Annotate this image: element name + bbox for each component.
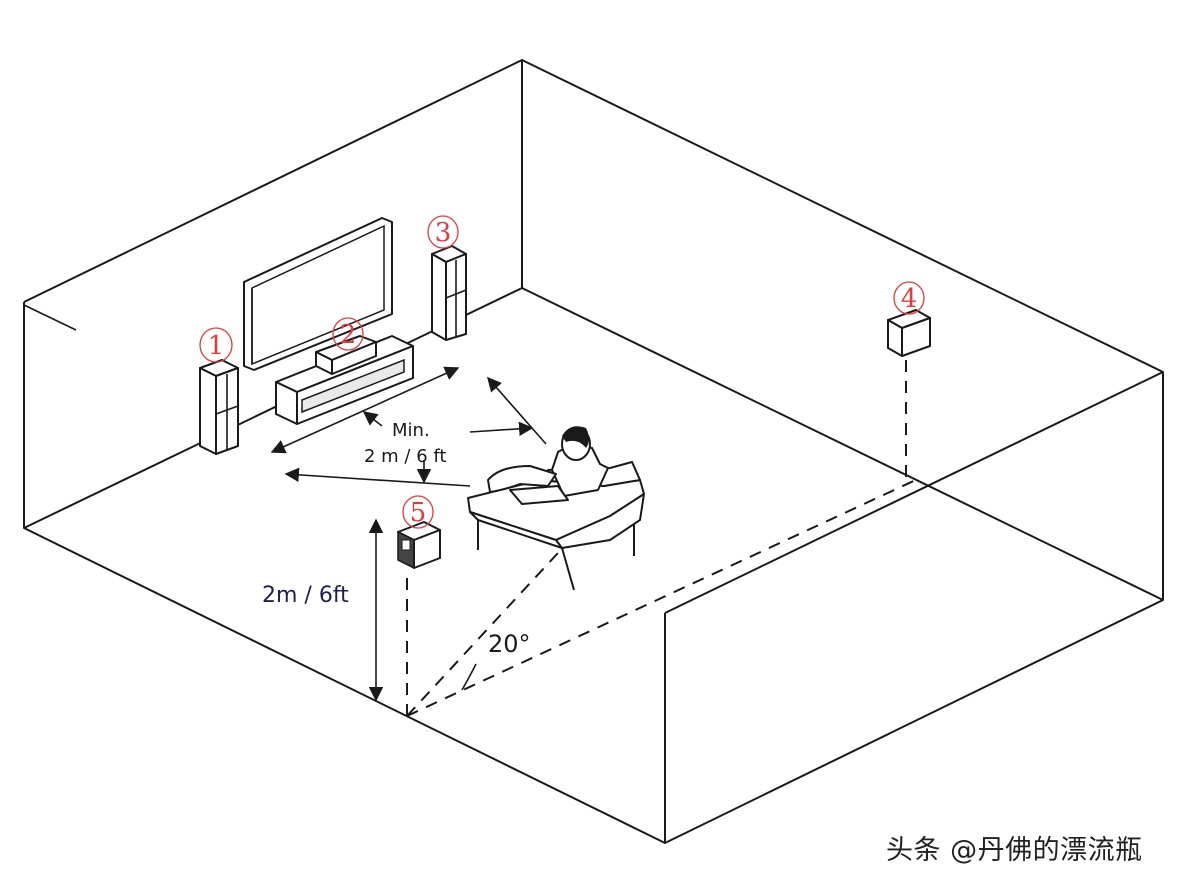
svg-text:4: 4 [901,284,918,314]
svg-text:2: 2 [340,320,357,350]
speaker-label-5: 5 [402,495,434,529]
watermark: 头条 @丹佛的漂流瓶 [886,835,1143,866]
min-distance-label-line2: 2 m / 6 ft [364,446,446,467]
floor-guides [406,360,921,717]
svg-text:3: 3 [435,218,452,248]
listener [487,426,609,505]
tv [243,217,393,371]
surround-left-speaker [397,521,441,570]
speaker-label-1: 1 [199,327,233,363]
speaker-label-2: 2 [332,317,364,351]
height-label: 2m / 6ft [262,583,349,608]
svg-text:5: 5 [410,498,427,528]
speaker-label-3: 3 [427,215,459,249]
distance-arrows [270,366,547,487]
speaker-label-4: 4 [893,281,925,315]
min-distance-label-line1: Min. [392,420,430,441]
surround-right-speaker [887,309,931,357]
svg-text:1: 1 [208,331,225,361]
front-left-speaker [199,359,239,455]
front-right-speaker [431,245,467,341]
room-walls [23,59,1164,844]
angle-label: 20° [488,630,531,658]
